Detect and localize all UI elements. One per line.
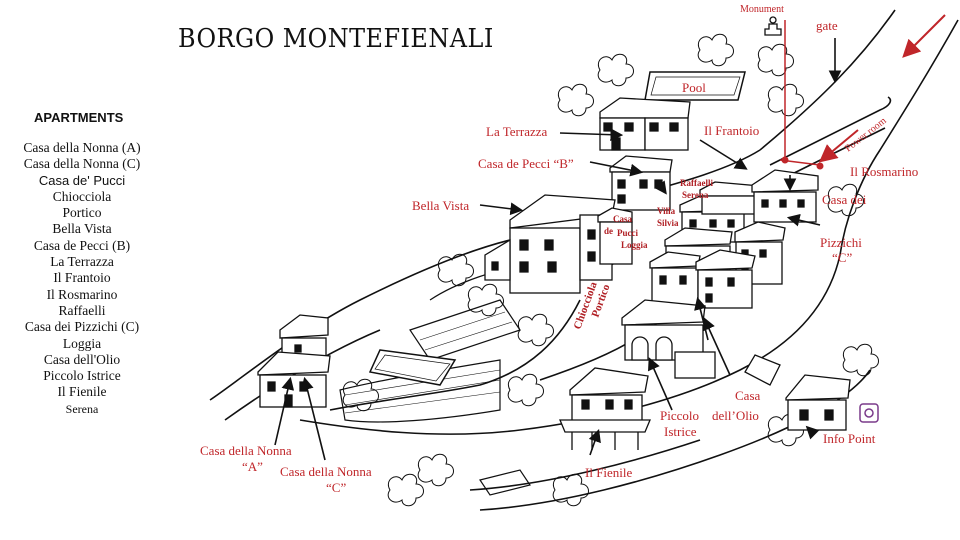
page-title: BORGO MONTEFIENALI (178, 24, 494, 54)
label-nonna-c-2: “C” (326, 480, 346, 495)
monument-icon (764, 16, 782, 36)
label-villa-silvia-1: Villa (657, 206, 676, 216)
list-item: Bella Vista (52, 221, 112, 237)
list-item: La Terrazza (50, 254, 114, 270)
list-item: Casa dei Pizzichi (C) (24, 319, 140, 335)
label-pizzichi-3: “C” (832, 250, 852, 265)
label-gate: gate (816, 18, 838, 33)
building-raffaelli (699, 181, 761, 215)
building-loggia-cluster (649, 227, 756, 309)
red-guides (779, 14, 946, 170)
label-monument: Monument (740, 4, 784, 15)
label-pizzichi-2: Pizzichi (820, 235, 862, 250)
label-piccolo-istrice-2: Istrice (664, 424, 697, 439)
info-point-icon (859, 403, 879, 423)
building-casa-della-nonna (257, 314, 331, 408)
label-casa-de-pecci: Casa de Pecci “B” (478, 156, 574, 171)
label-info-point: Info Point (823, 431, 876, 446)
label-il-fienile: Il Fienile (585, 465, 633, 480)
label-casa-de-pucci-1: Casa (613, 214, 633, 224)
list-item: Casa della Nonna (A) (23, 140, 141, 155)
building-il-rosmarino (751, 169, 819, 223)
list-item: Il Rosmarino (46, 286, 118, 302)
list-item: Serena (65, 401, 99, 416)
label-loggia: Loggia (621, 240, 648, 250)
building-bella-vista (484, 194, 616, 294)
buildings (257, 16, 879, 450)
map-labels: Monument gate Power room Pool La Terrazz… (200, 4, 918, 495)
label-pizzichi-1: Casa dei (822, 192, 867, 207)
list-item: Loggia (62, 335, 102, 351)
list-item: Il Fienile (57, 384, 107, 400)
building-casa-dell-olio (621, 299, 781, 386)
label-nonna-a-1: Casa della Nonna (200, 443, 292, 458)
upper-pool (644, 71, 746, 101)
label-villa-silvia-2: Silvia (657, 218, 679, 228)
label-raffaelli: Raffaelli (680, 178, 713, 188)
building-casa-de-pucci (597, 207, 633, 265)
label-casa-de-pucci-2: de (604, 226, 613, 236)
label-pool: Pool (682, 80, 706, 95)
building-la-terrazza (599, 97, 691, 151)
apartments-heading: APARTMENTS (34, 110, 124, 125)
label-nonna-a-2: “A” (242, 459, 263, 474)
list-item: Raffaelli (58, 302, 106, 318)
lower-pool (368, 349, 457, 386)
list-item: Casa de Pecci (B) (33, 237, 131, 253)
list-item: Portico (62, 205, 102, 221)
list-item: Casa dell'Olio (43, 351, 121, 367)
apartments-list: Casa della Nonna (A) Casa della Nonna (C… (0, 140, 164, 417)
list-item: Piccolo Istrice (43, 368, 121, 384)
list-item: Il Frantoio (53, 270, 111, 286)
label-il-rosmarino: Il Rosmarino (850, 164, 918, 179)
label-il-frantoio: Il Frantoio (704, 123, 759, 138)
label-bella-vista: Bella Vista (412, 198, 469, 213)
label-piccolo-istrice-1: Piccolo (660, 408, 699, 423)
building-casa-de-pecci (609, 155, 673, 211)
label-casa-de-pucci-3: Pucci (617, 228, 638, 238)
label-casa-olio-1: Casa (735, 388, 761, 403)
list-item: Casa de' Pucci (38, 172, 126, 188)
building-info-point (785, 374, 851, 431)
building-il-fienile (559, 367, 651, 450)
arrows (274, 38, 842, 461)
label-nonna-c-1: Casa della Nonna (280, 464, 372, 479)
list-item: Chiocciola (52, 188, 112, 204)
label-casa-olio-2: dell’Olio (712, 408, 759, 423)
list-item: Casa della Nonna (C) (23, 156, 141, 172)
label-la-terrazza: La Terrazza (486, 124, 547, 139)
label-power-room: Power room (843, 115, 889, 154)
label-serena: Serena (682, 190, 709, 200)
